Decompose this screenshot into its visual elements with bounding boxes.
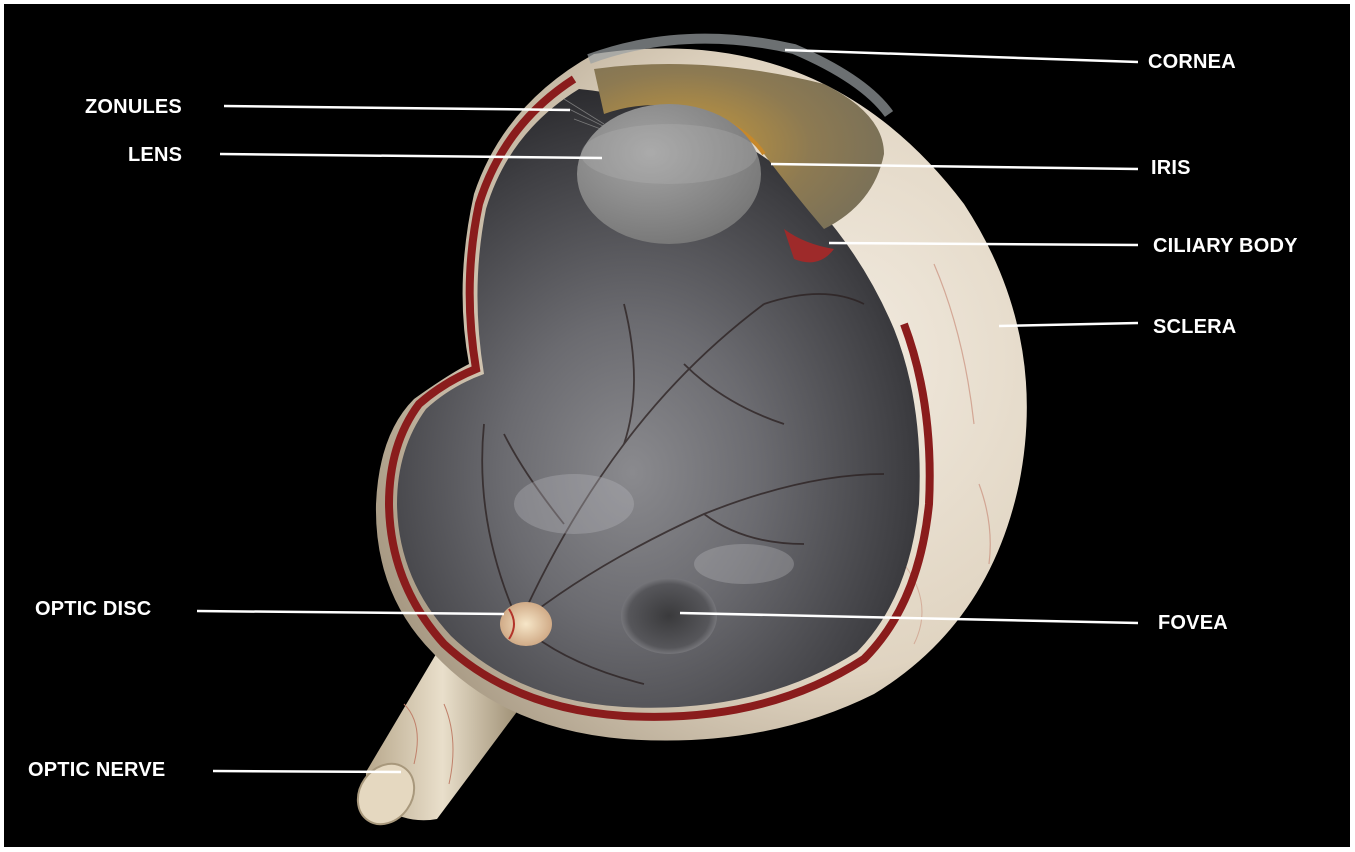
optic-nerve-leader [213, 771, 401, 772]
lens-shape [577, 104, 761, 244]
cornea-label: CORNEA [1148, 51, 1236, 73]
diagram-frame: CORNEA ZONULES LENS IRIS CILIARY BODY SC… [4, 4, 1350, 847]
eye-illustration [4, 4, 1350, 847]
optic-disc-shape [500, 602, 552, 646]
cornea-leader [785, 50, 1138, 62]
zonules-label: ZONULES [85, 96, 182, 118]
sclera-leader [999, 323, 1138, 326]
zonules-leader [224, 106, 570, 110]
optic-disc-label: OPTIC DISC [35, 598, 151, 620]
fovea-shape [621, 578, 717, 654]
ciliary-body-label: CILIARY BODY [1153, 235, 1298, 257]
sclera-label: SCLERA [1153, 316, 1236, 338]
lens-label: LENS [128, 144, 182, 166]
fovea-label: FOVEA [1158, 612, 1228, 634]
optic-nerve-label: OPTIC NERVE [28, 759, 165, 781]
iris-label: IRIS [1151, 157, 1191, 179]
